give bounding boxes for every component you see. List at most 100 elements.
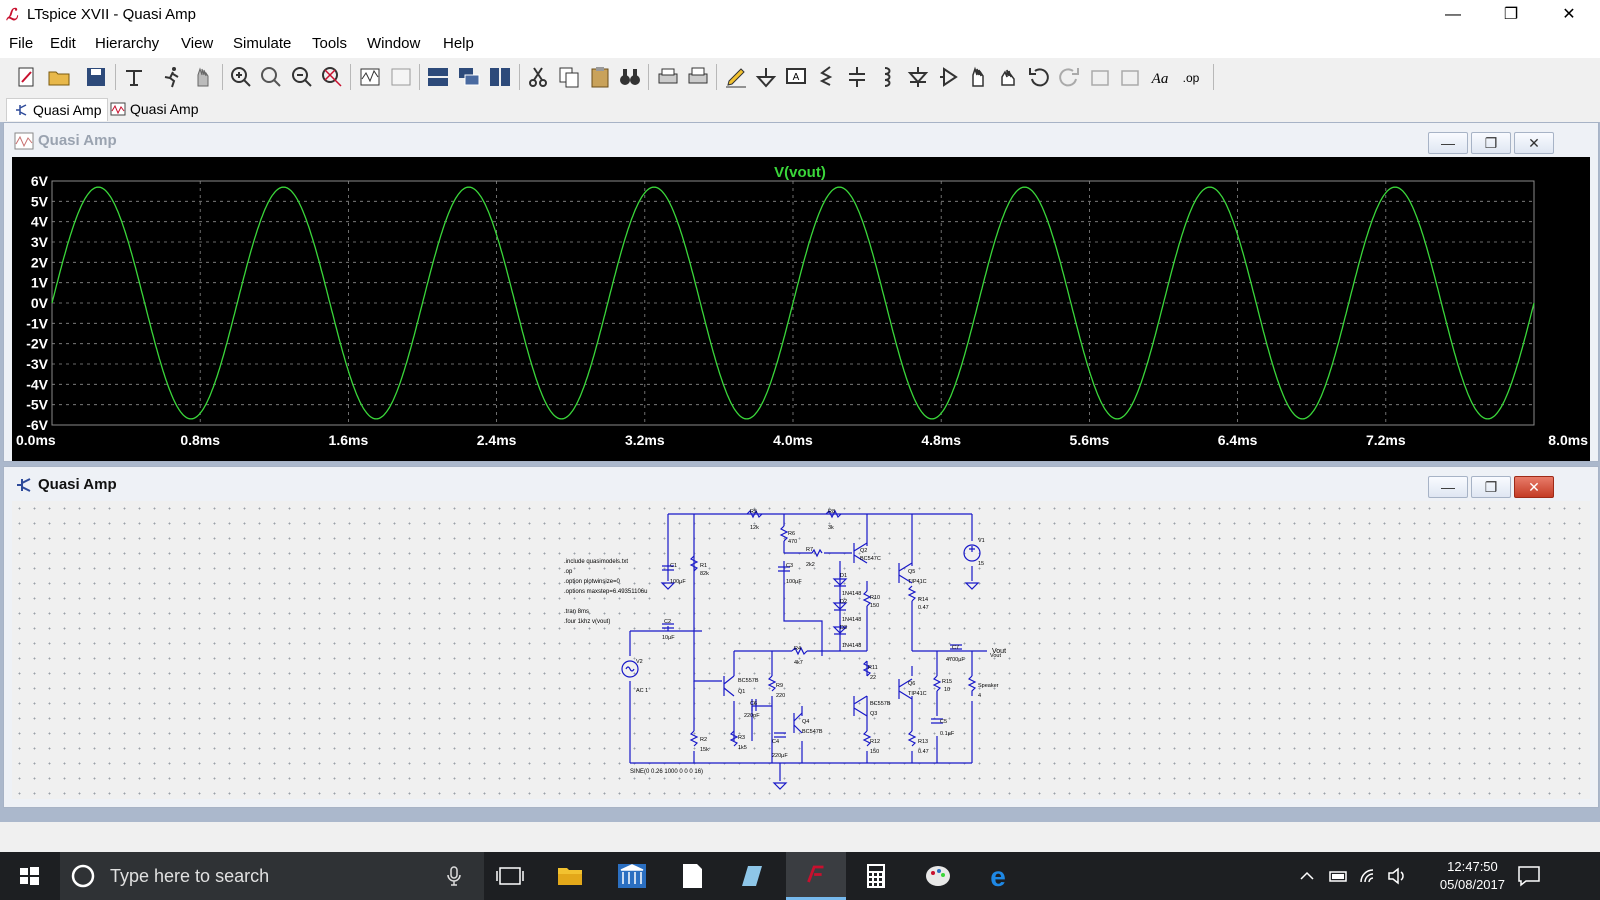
component-label: R15	[942, 679, 952, 685]
close-button[interactable]: ✕	[1562, 6, 1576, 23]
spice-directive-line[interactable]: .include quasimodels.txt	[564, 559, 628, 565]
spice-directive-line[interactable]: .options maxstep=6.49351106u	[564, 589, 647, 595]
delete-trace-icon[interactable]	[389, 65, 413, 89]
edge-browser-icon[interactable]: e	[968, 852, 1028, 900]
paste-icon[interactable]	[588, 65, 612, 89]
library-building-icon[interactable]	[602, 852, 662, 900]
circuit-schematic[interactable]: R512kR83kR6470R72k2Q2BC547CV115C1100µFR1…	[12, 501, 1590, 799]
component-label: Speaker	[978, 683, 999, 689]
source-spec[interactable]: SINE(0 0.26 1000 0 0 0 16)	[630, 769, 703, 775]
tile-vertical-icon[interactable]	[488, 65, 512, 89]
action-center-icon[interactable]	[1516, 864, 1542, 888]
waveform-close-button[interactable]: ✕	[1514, 132, 1554, 154]
label-net-icon[interactable]: A	[784, 65, 808, 89]
volume-speaker-icon[interactable]	[1386, 866, 1408, 886]
spice-directive-line[interactable]: .option plotwinsize=0	[564, 579, 621, 585]
component-icon[interactable]	[936, 65, 960, 89]
task-view-icon[interactable]	[480, 852, 540, 900]
resistor-icon[interactable]	[814, 65, 838, 89]
copy-icon[interactable]	[557, 65, 581, 89]
autorange-icon[interactable]	[358, 65, 382, 89]
find-binoculars-icon[interactable]	[618, 65, 642, 89]
print-setup-icon[interactable]	[686, 65, 710, 89]
waveform-plot[interactable]: V(vout) 6V5V4V3V2V1V0V-1V-2V-3V-4V-5V-6V…	[12, 157, 1590, 461]
component-label: 150	[870, 749, 879, 755]
tray-chevron-up-icon[interactable]	[1298, 868, 1316, 884]
y-tick-label: -6V	[26, 417, 48, 433]
minimize-button[interactable]: —	[1445, 6, 1461, 23]
ltspice-taskbar-icon[interactable]	[786, 852, 846, 900]
menu-help[interactable]: Help	[443, 35, 474, 52]
halt-hand-icon[interactable]	[191, 65, 215, 89]
y-tick-label: 1V	[31, 275, 49, 291]
component-label: 0.47	[918, 605, 929, 611]
zoom-fit-icon[interactable]	[320, 65, 344, 89]
windows-start-icon[interactable]	[0, 852, 58, 900]
mirror-icon[interactable]	[1118, 65, 1142, 89]
menu-edit[interactable]: Edit	[50, 35, 76, 52]
cut-scissors-icon[interactable]	[526, 65, 550, 89]
menu-tools[interactable]: Tools	[312, 35, 348, 52]
file-explorer-icon[interactable]	[540, 852, 600, 900]
x-tick-label: 6.4ms	[1218, 432, 1258, 448]
taskbar-search-box[interactable]: Type here to search	[60, 852, 484, 900]
schematic-close-button[interactable]: ✕	[1514, 476, 1554, 498]
restore-button[interactable]: ❐	[1503, 6, 1519, 23]
component-label: 0.1µF	[940, 731, 955, 737]
zoom-out-icon[interactable]	[290, 65, 314, 89]
text-icon[interactable]: Aa	[1148, 65, 1172, 89]
new-schematic-icon[interactable]	[15, 65, 39, 89]
spice-directive-icon[interactable]: .op	[1179, 65, 1203, 89]
capacitor-icon[interactable]	[845, 65, 869, 89]
menu-window[interactable]: Window	[367, 35, 421, 52]
drag-hand-icon[interactable]	[996, 65, 1020, 89]
print-icon[interactable]	[656, 65, 680, 89]
battery-icon[interactable]	[1328, 868, 1350, 884]
calculator-icon[interactable]	[846, 852, 906, 900]
inductor-icon[interactable]	[875, 65, 899, 89]
tab-waveform[interactable]: Quasi Amp	[104, 98, 204, 120]
pan-icon[interactable]	[259, 65, 283, 89]
menu-view[interactable]: View	[181, 35, 214, 52]
document-page-icon[interactable]	[662, 852, 722, 900]
run-simulation-icon[interactable]	[160, 65, 184, 89]
move-hand-icon[interactable]	[966, 65, 990, 89]
spice-directive-line[interactable]: .four 1khz v(vout)	[564, 619, 610, 625]
tab-schematic[interactable]: Quasi Amp	[6, 98, 109, 121]
open-folder-icon[interactable]	[47, 65, 71, 89]
save-icon[interactable]	[84, 65, 108, 89]
zoom-in-icon[interactable]	[229, 65, 253, 89]
tile-horizontal-icon[interactable]	[426, 65, 450, 89]
cascade-icon[interactable]	[457, 65, 481, 89]
menu-hierarchy[interactable]: Hierarchy	[95, 35, 160, 52]
menu-simulate[interactable]: Simulate	[233, 35, 292, 52]
paint-palette-icon[interactable]	[908, 852, 968, 900]
tray-clock[interactable]: 12:47:50 05/08/2017	[1440, 858, 1505, 894]
undo-icon[interactable]	[1027, 65, 1051, 89]
microphone-icon[interactable]	[446, 866, 462, 886]
menu-file[interactable]: File	[9, 35, 34, 52]
sticky-app-icon[interactable]	[722, 852, 782, 900]
component-label: 4k7	[794, 660, 803, 666]
waveform-maximize-button[interactable]: ❐	[1471, 132, 1511, 154]
schematic-maximize-button[interactable]: ❐	[1471, 476, 1511, 498]
ground-icon[interactable]	[754, 65, 778, 89]
wifi-icon[interactable]	[1358, 866, 1380, 886]
diode-icon[interactable]	[906, 65, 930, 89]
schematic-minimize-button[interactable]: —	[1428, 476, 1468, 498]
redo-icon[interactable]	[1057, 65, 1081, 89]
spice-directives[interactable]: .include quasimodels.txt .op .option plotw…	[564, 559, 647, 625]
control-panel-icon[interactable]	[122, 65, 146, 89]
toolbar: A Aa .op	[0, 58, 1600, 97]
spice-directive-line[interactable]: .tran 8ms	[564, 609, 589, 615]
trace-label[interactable]: V(vout)	[774, 164, 826, 181]
draw-wire-pencil-icon[interactable]	[724, 65, 748, 89]
spice-directive-line[interactable]: .op	[564, 569, 573, 575]
series-line[interactable]	[51, 186, 1535, 420]
waveform-minimize-button[interactable]: —	[1428, 132, 1468, 154]
rotate-icon[interactable]	[1088, 65, 1112, 89]
